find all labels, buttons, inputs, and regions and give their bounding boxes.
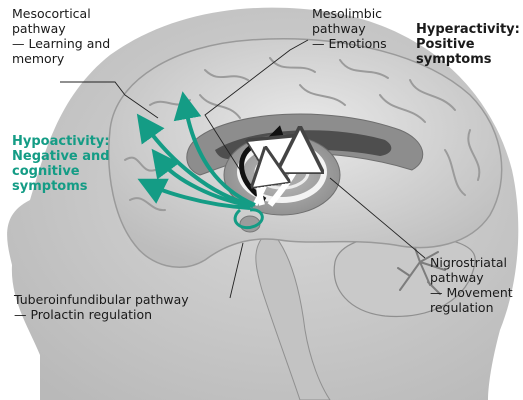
hyperactivity-label: Hyperactivity: Positive symptoms bbox=[416, 22, 520, 67]
tuberoinfundibular-label: Tuberoinfundibular pathway — Prolactin r… bbox=[14, 292, 189, 322]
mesolimbic-label: Mesolimbic pathway — Emotions bbox=[312, 6, 387, 51]
mesocortical-label: Mesocortical pathway — Learning and memo… bbox=[12, 6, 110, 66]
hypoactivity-label: Hypoactivity: Negative and cognitive sym… bbox=[12, 134, 110, 194]
nigrostriatal-label: Nigrostriatal pathway — Movement regulat… bbox=[430, 255, 513, 315]
